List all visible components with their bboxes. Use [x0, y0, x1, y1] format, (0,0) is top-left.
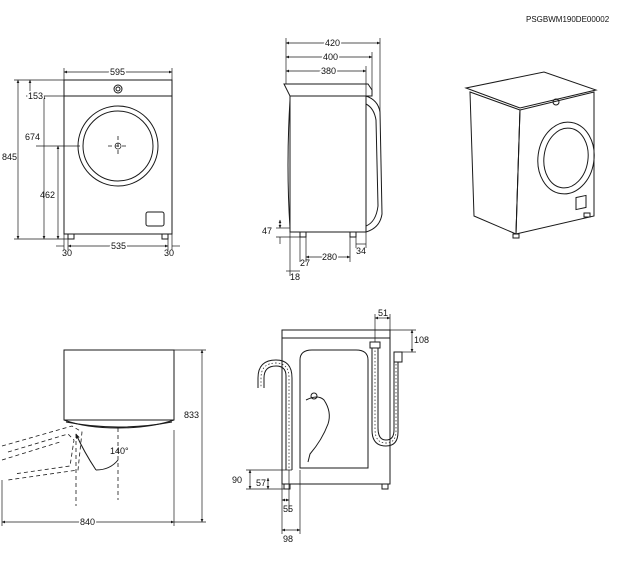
isometric-view — [464, 71, 598, 239]
dim-depth-body: 380 — [321, 66, 336, 76]
dim-foot-right: 30 — [164, 248, 174, 258]
dim-drain-x2: 98 — [283, 534, 293, 544]
dim-total-depth: 840 — [80, 517, 95, 527]
dim-door-center: 674 — [25, 132, 40, 142]
dim-top-offset: 153 — [28, 91, 43, 101]
document-code: PSGBWM190DE00002 — [526, 15, 610, 24]
door-angle: 140° — [110, 446, 129, 456]
dim-drain-offset: 57 — [256, 478, 266, 488]
dim-foot-span: 280 — [322, 252, 337, 262]
dim-foot-rear: 34 — [356, 246, 366, 256]
dim-foot-offset: 27 — [300, 258, 310, 268]
dim-door-bottom: 462 — [40, 190, 55, 200]
dim-hose-offset: 51 — [378, 308, 388, 318]
dim-top-height: 833 — [184, 410, 199, 420]
side-view: 420 400 380 47 280 27 34 18 — [262, 37, 383, 282]
dim-total-height: 845 — [2, 152, 17, 162]
dim-foot-height: 47 — [262, 226, 272, 236]
dim-depth-max: 420 — [325, 38, 340, 48]
dim-depth-mid: 400 — [323, 52, 338, 62]
dim-foot-front: 18 — [290, 272, 300, 282]
dim-hose-height: 108 — [414, 335, 429, 345]
dim-width: 595 — [110, 67, 125, 77]
top-view: 140° 833 840 — [1, 349, 206, 529]
dim-drain-x1: 55 — [283, 504, 293, 514]
front-view: 595 845 674 153 462 535 30 30 — [2, 66, 180, 258]
dim-feet-span: 535 — [111, 241, 126, 251]
dim-drain-height: 90 — [232, 475, 242, 485]
dim-foot-left: 30 — [62, 248, 72, 258]
rear-view: 51 108 90 57 55 98 — [232, 308, 429, 546]
